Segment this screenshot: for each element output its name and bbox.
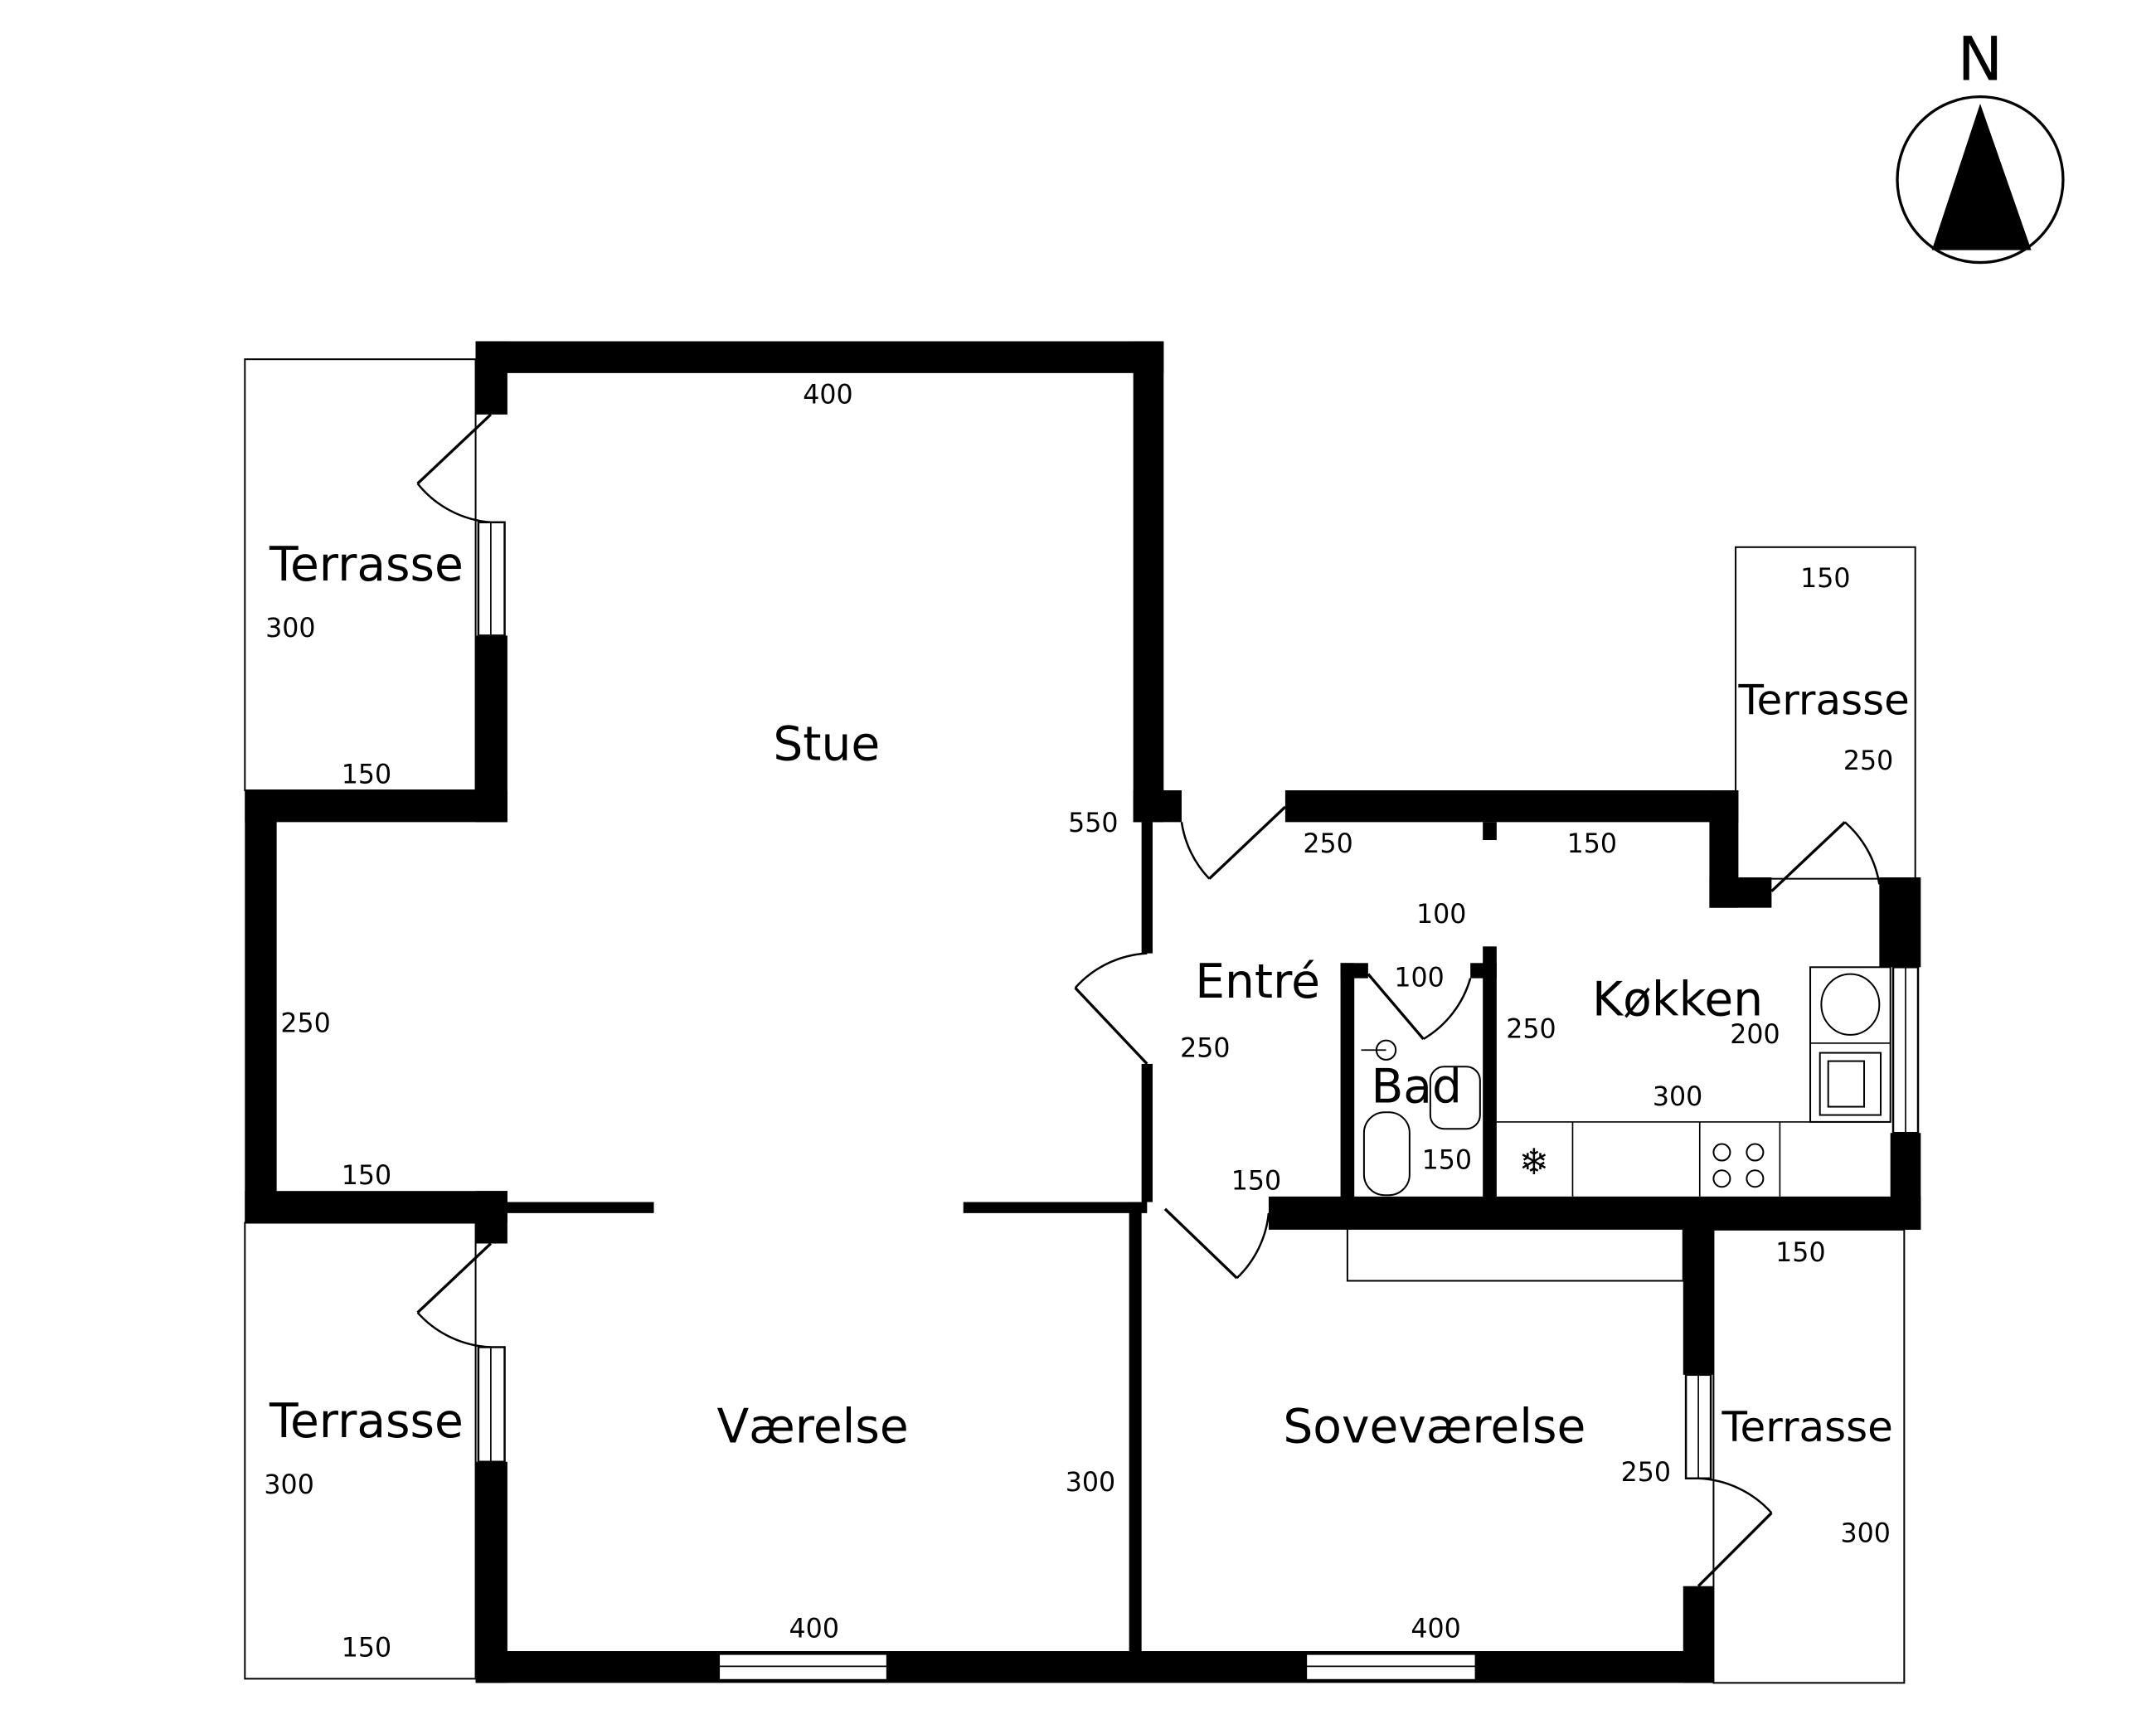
stove-icon [1712,1143,1765,1188]
dim-terrasse-se-side: 300 [1840,1518,1890,1548]
dim-terrasse-sw-side: 300 [264,1470,313,1500]
dim-hall-depth: 100 [1416,900,1466,930]
kitchen-counter [1496,966,1891,1197]
dim-sovevaerelse-bottom: 400 [1411,1614,1460,1644]
freezer-icon: ❄ [1519,1142,1549,1183]
room-label-vaerelse: Værelse [716,1399,908,1454]
shower-icon [1361,1039,1397,1061]
dim-koekken-depth: 200 [1730,1020,1780,1050]
room-label-terrasse-nw: Terrasse [269,537,464,592]
north-compass-icon: N [1896,25,2065,265]
doors [416,413,1881,1587]
room-label-koekken: Køkken [1592,973,1763,1027]
dim-west-wall: 250 [280,1009,330,1039]
room-label-sovevaerelse: Soveværelse [1283,1399,1585,1454]
dim-hall-top: 150 [1567,829,1617,859]
room-label-terrasse-ne: Terrasse [1738,676,1910,724]
dim-sovevaerelse-side: 250 [1621,1458,1671,1488]
room-label-terrasse-sw: Terrasse [269,1394,464,1449]
dim-bad-bottom: 150 [1422,1146,1472,1176]
dim-terrasse-nw-bottom: 150 [342,760,391,790]
room-label-bad: Bad [1371,1060,1462,1115]
dim-terrasse-ne-side: 250 [1843,746,1893,776]
dim-stue-right: 550 [1068,809,1118,838]
dim-bad-top: 100 [1394,964,1444,993]
windows [477,521,1920,1682]
dim-terrasse-ne-top: 150 [1800,564,1850,594]
walls [245,341,1921,1683]
dim-entre-bottom: 150 [1231,1167,1281,1197]
dim-entre-side: 250 [1180,1034,1230,1064]
dim-vaerelse-bottom: 400 [789,1614,839,1644]
dim-stue-top: 400 [803,381,852,410]
room-label-stue: Stue [773,716,880,771]
dim-entre-top: 250 [1303,829,1352,859]
washbasin-icon [1429,1066,1481,1130]
dim-terrasse-se-top: 150 [1775,1238,1825,1268]
room-label-entre: Entré [1195,954,1320,1009]
dim-vaerelse-side: 300 [1066,1468,1115,1498]
svg-text:❄: ❄ [1519,1142,1549,1183]
toilet-icon [1362,1111,1411,1197]
sink-icon [1819,1052,1882,1116]
room-label-terrasse-se: Terrasse [1721,1403,1893,1451]
dim-terrasse-nw-side: 300 [265,614,315,644]
dim-terrasse-sw-top: 150 [342,1161,391,1191]
dim-koekken-side: 250 [1506,1014,1556,1044]
dishwasher-icon [1820,973,1881,1036]
north-label: N [1958,25,2003,95]
dim-terrasse-sw-bottom: 150 [342,1634,391,1664]
dim-koekken-bottom: 300 [1653,1082,1702,1112]
